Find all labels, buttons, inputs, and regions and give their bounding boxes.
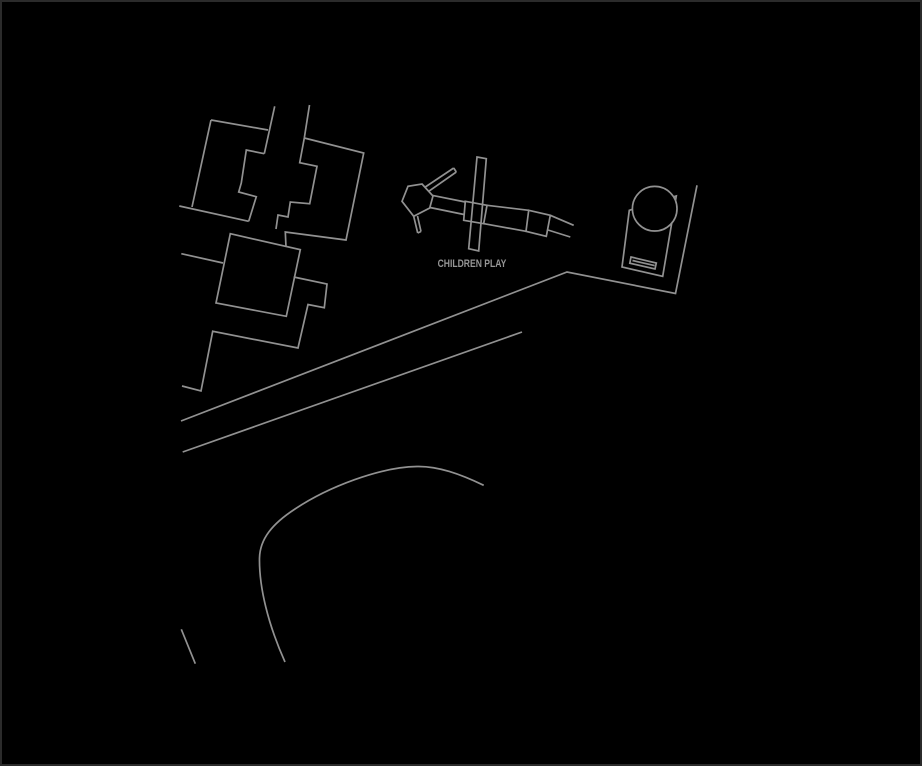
curb-segment bbox=[180, 628, 197, 665]
play-box-1 bbox=[462, 200, 488, 225]
square-building bbox=[214, 232, 302, 318]
left-building-left-wall bbox=[191, 119, 212, 208]
play-slide-chute bbox=[412, 215, 422, 234]
left-building-bottom bbox=[179, 205, 249, 223]
right-building-top-wall bbox=[303, 104, 311, 139]
path-edge-lower bbox=[182, 331, 523, 453]
slide-tower-step bbox=[628, 255, 658, 271]
children-play-label: CHILDREN PLAY bbox=[437, 258, 507, 270]
play-ladder bbox=[424, 167, 458, 192]
right-building-outline bbox=[284, 137, 365, 248]
play-box-2 bbox=[525, 209, 552, 238]
path-edge-upper bbox=[180, 185, 698, 422]
left-building-top-wall bbox=[263, 106, 276, 154]
play-hexagon-platform bbox=[401, 183, 434, 218]
road-curve bbox=[258, 465, 485, 663]
left-building-roof bbox=[210, 119, 269, 131]
play-beam-lower-edge bbox=[429, 206, 571, 238]
right-building-notch bbox=[275, 137, 318, 230]
square-building-annex bbox=[181, 276, 328, 393]
slide-tower-circle bbox=[631, 185, 678, 232]
play-bridge bbox=[467, 155, 488, 253]
left-building-right-side bbox=[237, 148, 265, 222]
play-beam-upper-edge bbox=[431, 194, 575, 227]
walkway-line bbox=[181, 252, 224, 264]
